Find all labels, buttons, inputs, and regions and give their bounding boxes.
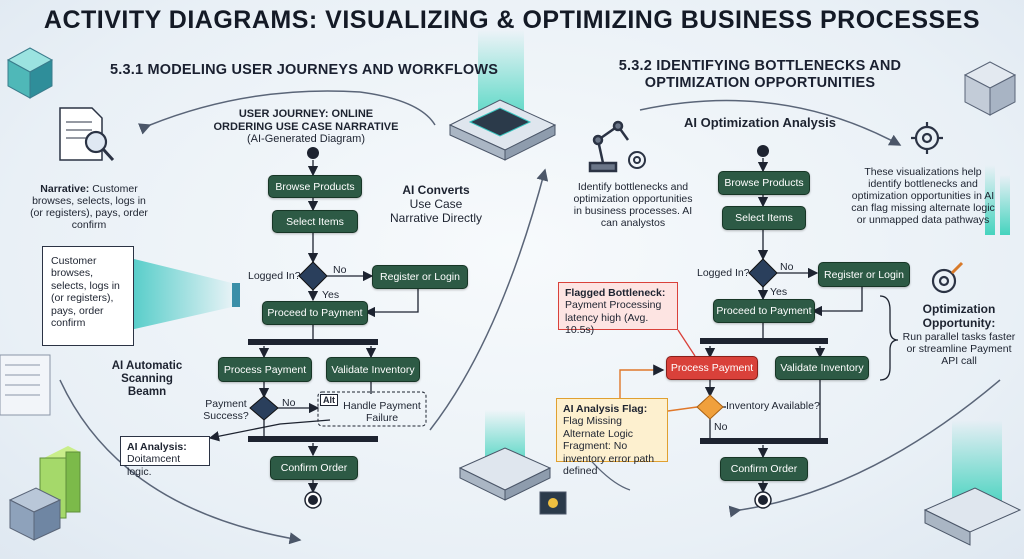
flag-label: AI Analysis Flag: bbox=[563, 403, 648, 415]
payment-no-label: No bbox=[282, 397, 296, 409]
bottom-chip-graphic bbox=[458, 410, 567, 515]
left-fork-bar bbox=[248, 339, 378, 345]
left-node-confirm-order[interactable]: Confirm Order bbox=[270, 456, 358, 480]
right-join-bar bbox=[700, 438, 828, 444]
right-section-heading: 5.3.2 IDENTIFYING BOTTLENECKS AND OPTIMI… bbox=[610, 58, 910, 91]
right-no-label: No bbox=[780, 261, 794, 273]
gear-small bbox=[628, 151, 646, 169]
narrative-text: Customer browses, selects, logs in (or r… bbox=[30, 183, 148, 232]
ai-analysis-label: AI Analysis: bbox=[127, 441, 187, 453]
left-no-label: No bbox=[333, 264, 347, 276]
left-node-register-login[interactable]: Register or Login bbox=[372, 265, 468, 289]
narrative-label: Narrative: bbox=[40, 183, 90, 195]
optimization-opportunity-note: Optimization Opportunity: Run parallel t… bbox=[898, 302, 1020, 367]
diagram-title-line-2: ORDERING USE CASE NARRATIVE bbox=[213, 120, 399, 133]
left-deco-cube bbox=[6, 47, 81, 541]
right-node-register-login[interactable]: Register or Login bbox=[818, 262, 910, 287]
right-start-node bbox=[757, 145, 769, 157]
payment-success-line-2: Success? bbox=[203, 410, 249, 423]
left-node-validate-inventory[interactable]: Validate Inventory bbox=[326, 357, 420, 382]
page-title: ACTIVITY DIAGRAMS: VISUALIZING & OPTIMIZ… bbox=[43, 6, 981, 34]
right-fork-bar bbox=[700, 338, 828, 344]
diagram-subtitle: (AI-Generated Diagram) bbox=[247, 133, 365, 146]
inventory-available-label: Inventory Available? bbox=[726, 400, 820, 412]
left-node-process-payment[interactable]: Process Payment bbox=[218, 357, 312, 382]
opp-label-line-1: Optimization bbox=[922, 302, 996, 316]
chip-graphic bbox=[448, 30, 557, 161]
gear-wrench bbox=[931, 261, 964, 294]
right-node-browse-products[interactable]: Browse Products bbox=[718, 171, 810, 195]
left-join-bar bbox=[248, 436, 378, 442]
right-logged-in-label: Logged In? bbox=[697, 267, 750, 279]
right-subheading: AI Optimization Analysis bbox=[684, 115, 836, 130]
right-node-validate-inventory[interactable]: Validate Inventory bbox=[775, 356, 869, 380]
identify-bottlenecks-text: Identify bottlenecks and optimization op… bbox=[573, 181, 693, 230]
bottleneck-text: Payment Processing latency high (Avg. 10… bbox=[565, 299, 662, 337]
right-node-proceed-payment[interactable]: Proceed to Payment bbox=[713, 299, 815, 323]
flagged-bottleneck-callout: Flagged Bottleneck: Payment Processing l… bbox=[558, 282, 678, 336]
flag-text: Flag Missing Alternate Logic Fragment: N… bbox=[563, 415, 655, 477]
left-section-heading: 5.3.1 MODELING USER JOURNEYS AND WORKFLO… bbox=[110, 62, 499, 78]
gear-top-right bbox=[911, 122, 943, 154]
left-end-node bbox=[308, 495, 318, 505]
right-deco-cube bbox=[923, 61, 1022, 546]
left-logged-in-label: Logged In? bbox=[248, 270, 301, 282]
narrative-caption: Narrative: Customer browses, selects, lo… bbox=[30, 183, 148, 231]
ai-converts-note: AI Converts Use Case Narrative Directly bbox=[376, 183, 496, 225]
handle-payment-failure: Handle Payment Failure bbox=[340, 400, 424, 424]
payment-success-label: Payment Success? bbox=[202, 398, 250, 422]
alt-fragment-tag: Alt bbox=[320, 394, 338, 407]
payment-success-line-1: Payment bbox=[205, 398, 247, 410]
right-heading-line-1: 5.3.2 IDENTIFYING BOTTLENECKS AND bbox=[618, 58, 902, 74]
narrative-document-text: Customer browses, selects, logs in (or r… bbox=[51, 255, 120, 329]
diagram-title-line-1: USER JOURNEY: ONLINE bbox=[238, 108, 374, 120]
left-node-browse-products[interactable]: Browse Products bbox=[268, 175, 362, 198]
left-start-node bbox=[307, 147, 319, 159]
ai-analysis-flag-callout: AI Analysis Flag: Flag Missing Alternate… bbox=[556, 398, 668, 477]
narrative-document: Customer browses, selects, logs in (or r… bbox=[42, 246, 134, 346]
bottleneck-label: Flagged Bottleneck: bbox=[565, 287, 666, 299]
scan-label-line-2: Scanning Beamn bbox=[121, 373, 173, 399]
ai-converts-line-1: Use Case bbox=[409, 196, 463, 211]
right-yes-label: Yes bbox=[770, 286, 788, 298]
handle-failure-line-2: Failure bbox=[365, 412, 399, 425]
opp-label-line-2: Opportunity: bbox=[922, 315, 996, 330]
left-node-proceed-payment[interactable]: Proceed to Payment bbox=[262, 301, 368, 325]
right-heading-line-2: OPTIMIZATION OPPORTUNITIES bbox=[644, 74, 876, 91]
left-node-select-items[interactable]: Select Items bbox=[272, 210, 358, 233]
left-yes-label: Yes bbox=[322, 289, 340, 301]
right-end-node bbox=[758, 495, 768, 505]
opp-text: Run parallel tasks faster or streamline … bbox=[902, 330, 1016, 367]
ai-converts-title: AI Converts bbox=[402, 183, 470, 197]
ai-analysis-text: Doitamcent logic. bbox=[127, 453, 181, 478]
ai-converts-line-2: Narrative Directly bbox=[389, 210, 482, 225]
right-node-process-payment-bottleneck[interactable]: Process Payment bbox=[666, 356, 758, 380]
scan-label: AI Automatic Scanning Beamn bbox=[102, 360, 192, 400]
right-node-select-items[interactable]: Select Items bbox=[722, 206, 806, 230]
inventory-no-label: No bbox=[714, 421, 728, 433]
right-node-confirm-order[interactable]: Confirm Order bbox=[720, 457, 808, 481]
handle-failure-line-1: Handle Payment bbox=[343, 400, 421, 412]
scan-label-line-1: AI Automatic bbox=[111, 360, 183, 372]
ai-analysis-note: AI Analysis: Doitamcent logic. bbox=[120, 436, 210, 478]
robot-arm-graphic bbox=[588, 120, 630, 173]
visualizations-help-text: These visualizations help identify bottl… bbox=[851, 166, 995, 227]
left-diagram-title: USER JOURNEY: ONLINE ORDERING USE CASE N… bbox=[196, 108, 416, 146]
document-search-icon bbox=[59, 107, 115, 162]
